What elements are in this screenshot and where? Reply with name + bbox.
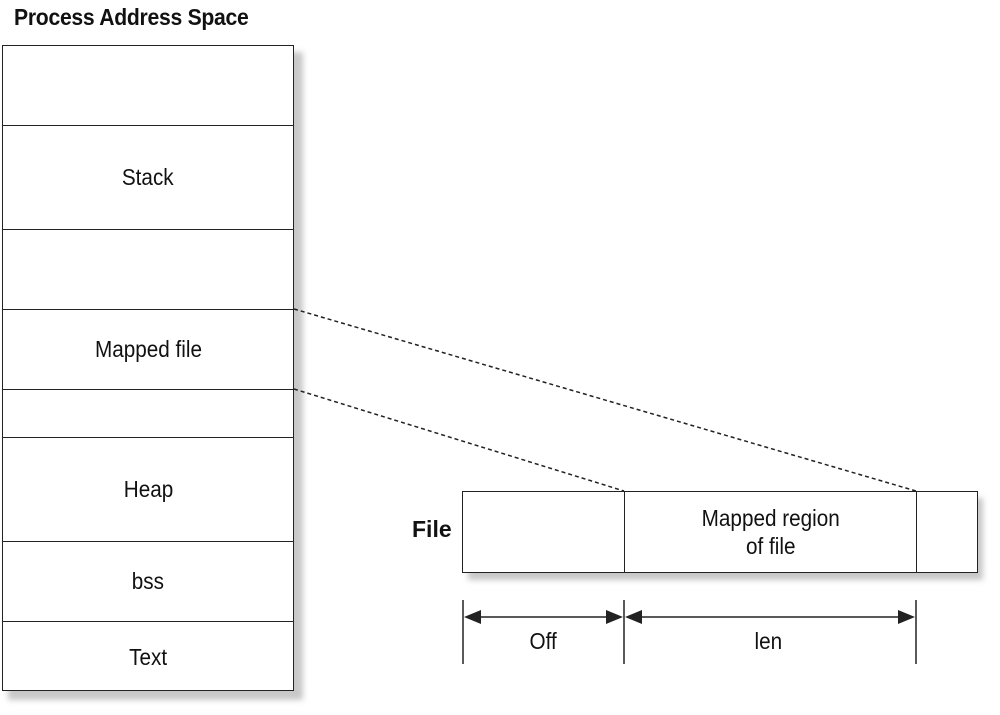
left-arrow-icon (625, 610, 642, 624)
segment-stack-label: Stack (122, 164, 174, 190)
segment-mapped-file-label: Mapped file (94, 336, 202, 362)
file-box: Mapped region of file (462, 491, 978, 573)
segment-text-label: Text (129, 643, 167, 670)
file-label: File (412, 516, 452, 542)
segment-heap: Heap (3, 438, 293, 542)
process-address-space: Stack Mapped file Heap bss Text (2, 45, 294, 691)
file-offset-region (463, 492, 625, 572)
segment-heap-label: Heap (123, 476, 173, 502)
segment-gap-1 (3, 230, 293, 310)
segment-text: Text (3, 622, 293, 692)
segment-top-unused (3, 46, 293, 126)
diagram-title: Process Address Space (14, 4, 249, 30)
segment-bss: bss (3, 542, 293, 622)
len-label: len (754, 628, 783, 654)
left-arrow-icon (464, 610, 481, 624)
file-mapped-region-label: Mapped region of file (701, 505, 840, 559)
file-mapped-region: Mapped region of file (625, 492, 917, 572)
dashed-line-top (293, 308, 917, 492)
segment-gap-2 (3, 390, 293, 438)
segment-mapped-file: Mapped file (3, 310, 293, 390)
segment-bss-label: bss (131, 568, 165, 594)
dashed-line-bottom (293, 388, 625, 492)
off-label: Off (529, 628, 557, 654)
right-arrow-icon (898, 610, 915, 624)
segment-stack: Stack (3, 126, 293, 230)
right-arrow-icon (606, 610, 623, 624)
